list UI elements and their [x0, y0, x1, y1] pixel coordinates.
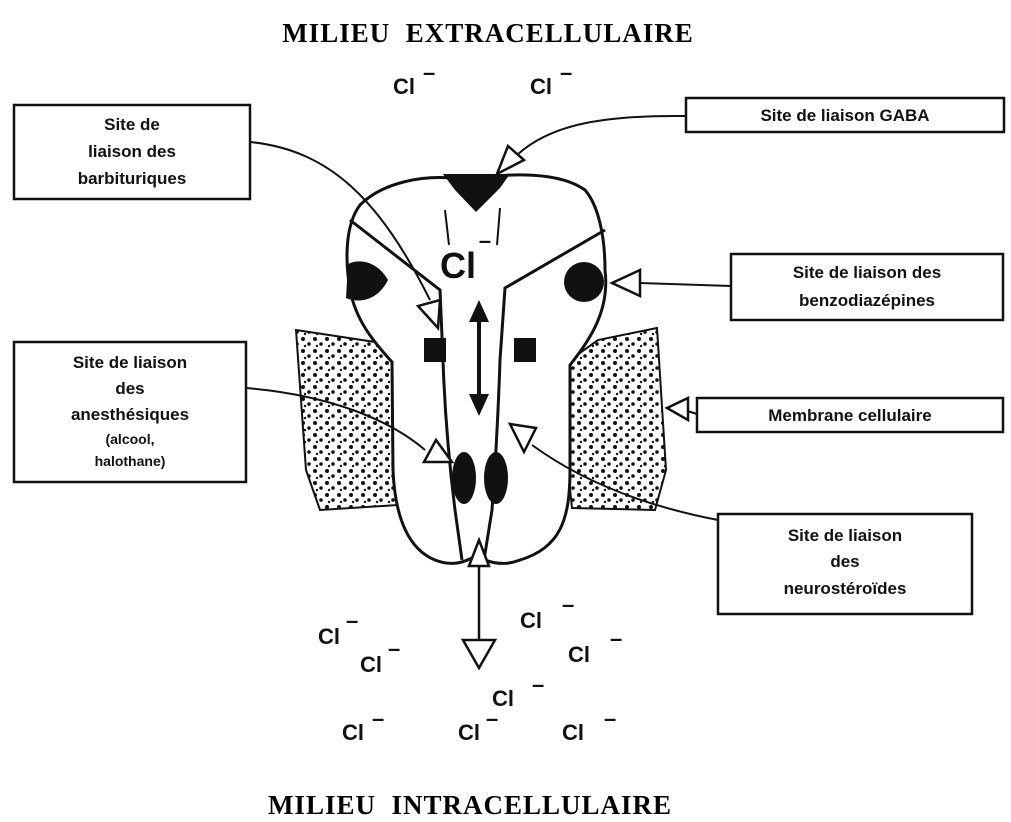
ion-charge: –	[560, 60, 572, 85]
intracellular-title: MILIEU INTRACELLULAIRE	[268, 790, 672, 820]
ion-symbol: Cl	[562, 720, 584, 745]
chloride-ion-intra-3: Cl –	[520, 592, 574, 633]
ion-symbol: Cl	[530, 74, 552, 99]
chloride-ion-intra-6: Cl –	[342, 706, 384, 745]
callout-neurosteroids-line-2: des	[830, 552, 859, 571]
callout-benzodiazepines-line-1: Site de liaison des	[793, 263, 941, 282]
chloride-exit-bottom-head	[463, 640, 495, 668]
callout-membrane: Membrane cellulaire	[667, 398, 1003, 432]
ion-symbol: Cl	[318, 624, 340, 649]
chloride-ion-intra-7: Cl –	[458, 706, 498, 745]
chloride-ion-extra-2: Cl –	[530, 60, 572, 99]
channel-ion-symbol: Cl	[440, 245, 476, 286]
extracellular-title: MILIEU EXTRACELLULAIRE	[282, 18, 694, 48]
benzodiazepine-site-right	[564, 262, 604, 302]
ion-symbol: Cl	[458, 720, 480, 745]
channel-ion-charge: –	[479, 228, 491, 253]
ion-symbol: Cl	[342, 720, 364, 745]
ion-symbol: Cl	[568, 642, 590, 667]
callout-neurosteroids-line-3: neurostéroïdes	[784, 579, 907, 598]
membrane-right	[568, 328, 666, 510]
chloride-ion-intra-2: Cl –	[360, 636, 400, 677]
callout-barbiturates-line-2: liaison des	[88, 142, 176, 161]
chloride-ion-intra-4: Cl –	[568, 626, 622, 667]
anesthetic-site-right	[484, 452, 508, 504]
callout-anesthetics-line-2: des	[115, 379, 144, 398]
ion-charge: –	[610, 626, 622, 651]
callout-benzodiazepines: Site de liaison des benzodiazépines	[612, 254, 1003, 320]
callout-neurosteroids-line-1: Site de liaison	[788, 526, 902, 545]
chloride-ion-extra-1: Cl –	[393, 60, 435, 99]
callout-gaba-pointer	[512, 116, 686, 160]
ion-charge: –	[486, 706, 498, 731]
callout-membrane-arrowhead	[667, 398, 688, 420]
ion-charge: –	[604, 706, 616, 731]
callout-anesthetics-line-1: Site de liaison	[73, 353, 187, 372]
anesthetic-site-left	[452, 452, 476, 504]
barbiturate-site-left	[424, 338, 446, 362]
callout-membrane-line-1: Membrane cellulaire	[768, 406, 931, 425]
ion-charge: –	[372, 706, 384, 731]
ion-charge: –	[562, 592, 574, 617]
chloride-ion-intra-1: Cl –	[318, 608, 358, 649]
chloride-ion-intra-8: Cl –	[562, 706, 616, 745]
barbiturate-site-right	[514, 338, 536, 362]
callout-benzodiazepines-arrowhead	[612, 270, 640, 296]
callout-barbiturates-line-1: Site de	[104, 115, 160, 134]
ion-charge: –	[532, 672, 544, 697]
callout-gaba-line-1: Site de liaison GABA	[760, 106, 929, 125]
callout-gaba-arrowhead	[497, 146, 524, 174]
ion-symbol: Cl	[393, 74, 415, 99]
callout-benzodiazepines-line-2: benzodiazépines	[799, 291, 935, 310]
callout-anesthetics-example-1: (alcool,	[105, 431, 154, 447]
ion-symbol: Cl	[520, 608, 542, 633]
callout-gaba: Site de liaison GABA	[497, 98, 1004, 174]
callout-anesthetics-example-2: halothane)	[95, 453, 166, 469]
membrane-left	[296, 330, 398, 510]
chloride-ion-intra-5: Cl –	[492, 672, 544, 711]
ion-charge: –	[346, 608, 358, 633]
callout-barbiturates-line-3: barbituriques	[78, 169, 187, 188]
callout-anesthetics-line-3: anesthésiques	[71, 405, 189, 424]
ion-symbol: Cl	[360, 652, 382, 677]
ion-charge: –	[388, 636, 400, 661]
ion-charge: –	[423, 60, 435, 85]
callout-benzodiazepines-pointer	[640, 283, 731, 286]
